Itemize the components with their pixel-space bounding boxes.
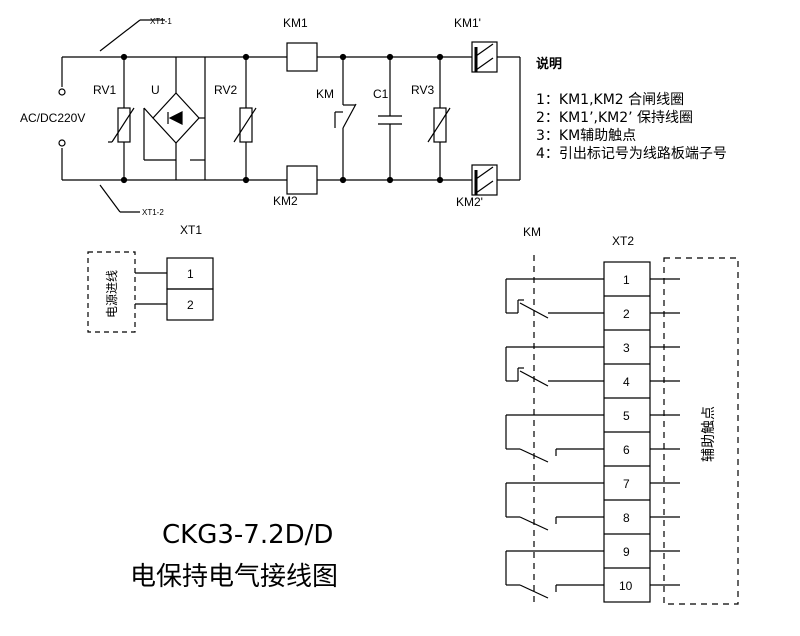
xt1-terminal-2: 2 [187,298,194,312]
xt2-terminal-3: 3 [623,341,630,355]
aux-contact-2 [505,346,604,387]
supply-label: AC/DC220V [20,111,85,125]
notes-heading: 说明 [536,57,563,72]
aux-contact-1 [505,278,604,319]
xt2-terminal-6: 6 [623,443,630,457]
note-item-3: 3：KM辅助触点 [536,128,637,144]
xt1-terminal-1: 1 [187,267,194,281]
xt2-terminal-9: 9 [623,545,630,559]
note-item-1: 1：KM1,KM2 合闸线圈 [536,92,685,108]
xt2-terminal-2: 2 [623,307,630,321]
km2p-label: KM2' [456,195,483,209]
xt2-terminal-10: 10 [619,579,633,593]
km-label: KM [316,87,334,101]
km1-coil [286,42,318,72]
km2p-coil [471,164,498,196]
supply-input [58,19,205,213]
km1p-label: KM1' [454,16,481,30]
rv2-label: RV2 [214,83,237,97]
xt2-terminal-7: 7 [623,477,630,491]
rv3-varistor [427,53,451,184]
xt1-block [87,251,214,333]
km2-coil [286,165,318,195]
rv3-label: RV3 [411,83,434,97]
rv1-varistor [108,53,135,184]
km-aux-label: KM [523,225,541,239]
bridge-rectifier-u [143,57,205,180]
note-item-2: 2：KM1’,KM2’ 保持线圈 [536,110,694,126]
xt2-terminal-4: 4 [623,375,630,389]
km1p-coil [471,41,498,73]
aux-contact-4 [505,482,604,531]
km1-label: KM1 [283,16,308,30]
c1-capacitor [378,53,402,184]
xt2-group-label: 辅助触点 [700,406,716,462]
rv1-label: RV1 [93,83,116,97]
note-item-4: 4：引出标记号为线路板端子号 [536,146,727,162]
xt1-2-label: XT1-2 [142,208,164,217]
aux-contact-5 [505,550,604,599]
rv2-varistor [233,53,257,184]
u-label: U [151,83,160,97]
diagram-name-title: 电保持电气接线图 [130,562,339,592]
xt1-1-label: XT1-1 [150,17,172,26]
xt2-terminal-1: 1 [623,273,630,287]
xt2-terminal-8: 8 [623,511,630,525]
c1-label: C1 [373,87,389,101]
xt2-block [533,255,739,605]
xt1-label: XT1 [180,223,202,237]
xt1-group-label: 电源进线 [105,270,119,318]
xt2-label: XT2 [612,234,634,248]
aux-contact-3 [505,414,604,463]
km-contact [334,53,357,184]
xt2-terminal-5: 5 [623,409,630,423]
diagram-model-title: CKG3-7.2D/D [162,520,334,550]
km2-label: KM2 [273,194,298,208]
